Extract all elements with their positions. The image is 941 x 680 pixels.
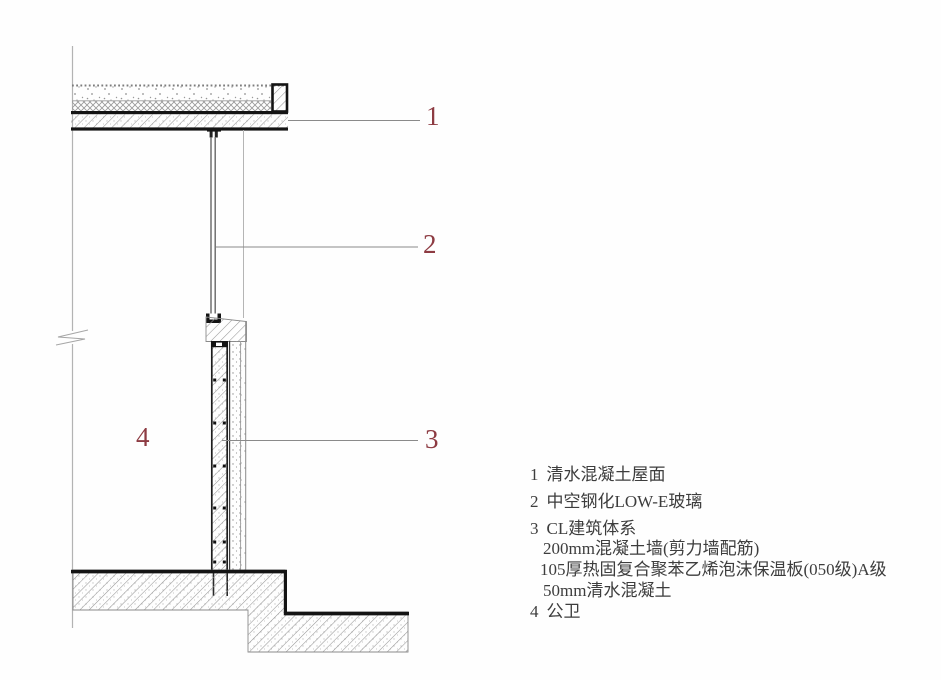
roof-topping-layer (72, 86, 272, 101)
roof-assembly (71, 83, 289, 131)
interior-wall-cut-line (55, 46, 89, 628)
wall-insulation-board (229, 341, 241, 570)
legend-item-2-number: 2 (530, 492, 539, 511)
roof-insulation-layer (72, 101, 271, 111)
glazing-head-channel (207, 128, 221, 132)
wall-assembly (205, 316, 247, 596)
legend-item-2: 2 中空钢化LOW-E玻璃 (530, 492, 703, 512)
legend-item-3-sub-3: 50mm清水混凝土 (543, 581, 672, 600)
legend-item-3-number: 3 (530, 519, 539, 538)
legend-item-4-text: 公卫 (546, 602, 581, 621)
callout-3: 3 (425, 424, 439, 454)
legend-item-3-text: CL建筑体系 (546, 519, 637, 538)
legend-item-1-number: 1 (530, 465, 539, 484)
legend-item-2-text: 中空钢化LOW-E玻璃 (546, 492, 703, 511)
callout-4: 4 (136, 422, 150, 452)
legend-item-4: 4 公卫 (530, 602, 581, 622)
material-legend: 1 清水混凝土屋面 2 中空钢化LOW-E玻璃 3 CL建筑体系 200mm混凝土墙(… (528, 460, 933, 630)
legend-item-4-number: 4 (530, 602, 539, 621)
roof-slab-bottom-line (71, 127, 288, 131)
wall-facing-concrete (240, 341, 246, 570)
break-symbol (55, 329, 89, 346)
legend-item-3: 3 CL建筑体系 (530, 519, 637, 539)
legend-item-1-text: 清水混凝土屋面 (546, 465, 666, 484)
legend-item-3-sub-1: 200mm混凝土墙(剪力墙配筋) (543, 539, 760, 558)
leader-lines (216, 119, 420, 442)
rebar-dots (213, 378, 226, 564)
legend-item-1: 1 清水混凝土屋面 (530, 465, 666, 485)
callout-1: 1 (426, 101, 440, 131)
wall-sill-cap (205, 316, 247, 342)
parapet-edge-block (271, 83, 289, 113)
legend-item-3-sub-2: 105厚热固复合聚苯乙烯泡沫保温板(050级)A级 (540, 560, 887, 579)
callout-2: 2 (423, 229, 437, 259)
floor-slab (71, 569, 409, 653)
roof-slab-top-line (71, 111, 288, 115)
glazing-unit (206, 128, 244, 323)
